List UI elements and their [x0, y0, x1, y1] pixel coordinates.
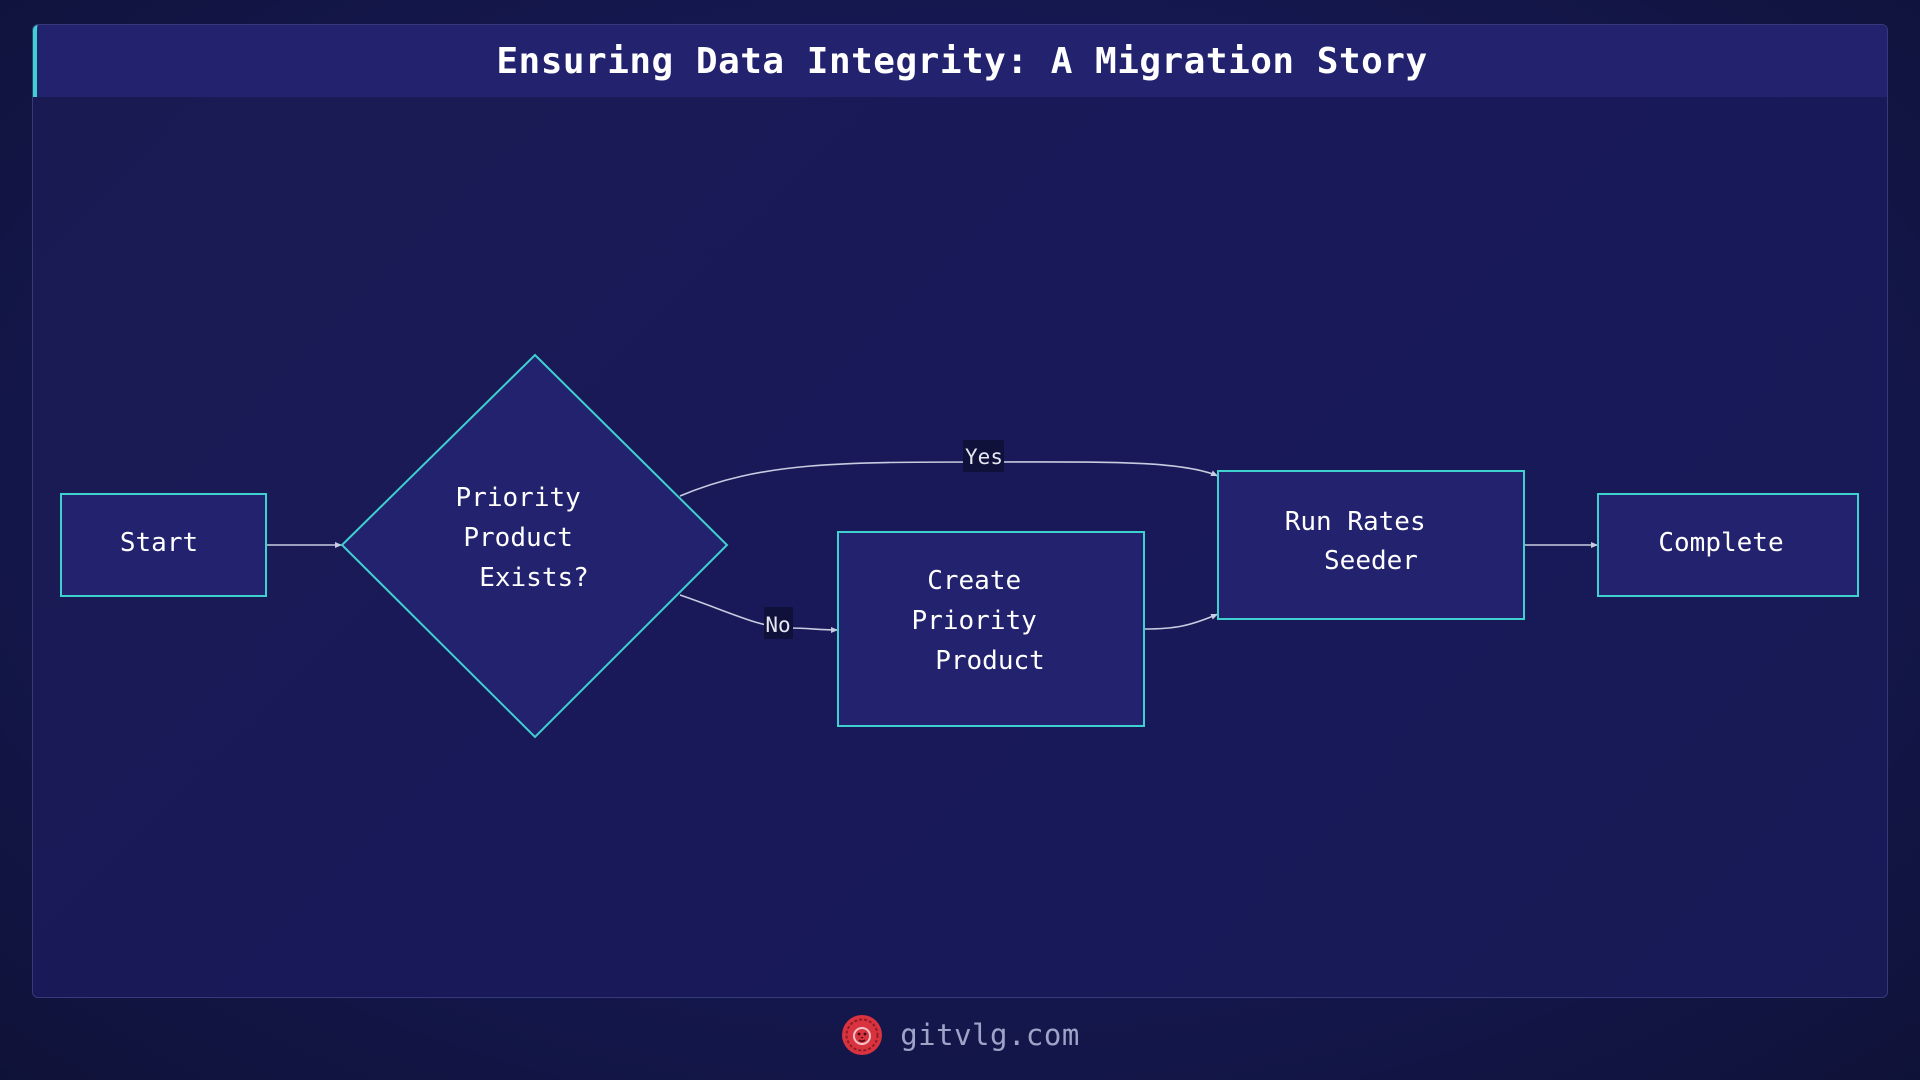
footer: gitvlg.com — [0, 1012, 1920, 1058]
diagram-panel: Ensuring Data Integrity: A Migration Sto… — [32, 24, 1888, 998]
edge-create-to-seeder — [1143, 613, 1219, 630]
edge-decision-yes-to-seeder — [679, 461, 1219, 497]
edge-label-yes-text: Yes — [965, 445, 1003, 469]
edge-decision-no-to-create — [679, 594, 839, 633]
node-run-rates-seeder: Run Rates Seeder — [1217, 470, 1525, 620]
node-decision-label-line-2: Product — [463, 523, 573, 553]
footer-site-text[interactable]: gitvlg.com — [900, 1018, 1080, 1052]
page-title: Ensuring Data Integrity: A Migration Sto… — [496, 40, 1428, 82]
node-create-label-line-3: Product — [935, 646, 1045, 676]
node-create-priority-product: Create Priority Product — [837, 531, 1145, 727]
node-start: Start — [60, 493, 267, 597]
edge-label-no-text: No — [765, 613, 790, 637]
node-start-label-line-1: Start — [120, 528, 198, 558]
node-complete-label: Complete — [1658, 528, 1783, 558]
node-decision-label-line-1: Priority — [456, 483, 581, 513]
node-decision: Priority Product Exists? — [340, 353, 729, 739]
node-create-label: Create Priority Product — [912, 566, 1053, 676]
node-seeder-label-line-2: Seeder — [1324, 546, 1418, 576]
node-decision-label-line-3: Exists? — [479, 563, 589, 593]
node-start-label: Start — [120, 528, 198, 558]
lion-logo-icon — [842, 1015, 883, 1055]
node-create-label-line-2: Priority — [912, 606, 1037, 636]
node-decision-label: Priority Product Exists? — [456, 483, 597, 593]
edge-label-yes: Yes — [963, 440, 1004, 472]
node-complete-label-line-1: Complete — [1658, 528, 1783, 558]
title-bar: Ensuring Data Integrity: A Migration Sto… — [33, 25, 1887, 97]
node-seeder-label-line-1: Run Rates — [1285, 507, 1426, 537]
node-complete: Complete — [1597, 493, 1859, 597]
edge-label-no: No — [764, 607, 793, 639]
node-seeder-label: Run Rates Seeder — [1285, 507, 1442, 576]
node-create-label-line-1: Create — [927, 566, 1021, 596]
